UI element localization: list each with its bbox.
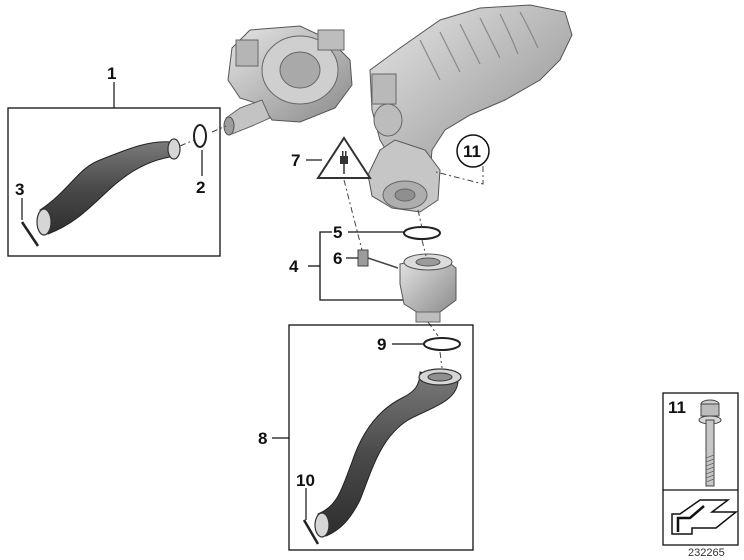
- bolt-illustration: [698, 399, 722, 487]
- o-ring-5-illustration: [403, 226, 441, 240]
- callout-11: 11: [463, 142, 481, 161]
- turbocharger-illustration: [223, 25, 353, 136]
- callout-9: 9: [377, 335, 386, 354]
- hose-lower-illustration: [314, 368, 462, 538]
- o-ring-2-illustration: [193, 124, 207, 148]
- callout-circle-11: [456, 134, 490, 168]
- legend-part-number: 11: [668, 398, 686, 417]
- warning-triangle-icon: [316, 136, 372, 179]
- hose-upper-illustration: [36, 138, 181, 236]
- callout-3: 3: [15, 180, 24, 199]
- intake-manifold-illustration: [367, 4, 573, 213]
- callout-2: 2: [196, 178, 205, 197]
- reference-number: 232265: [688, 547, 725, 559]
- callout-8: 8: [258, 429, 267, 448]
- boost-valve-illustration: [399, 253, 457, 323]
- callout-1: 1: [107, 64, 116, 83]
- parts-legend: 11: [662, 392, 739, 546]
- o-ring-9-illustration: [423, 337, 461, 351]
- callout-10: 10: [296, 471, 315, 490]
- sensor-6-illustration: [357, 249, 399, 269]
- clamp-3-illustration: [20, 221, 40, 247]
- clamp-10-illustration: [302, 519, 320, 545]
- callout-4: 4: [289, 257, 299, 276]
- callout-5: 5: [333, 223, 342, 242]
- callout-7: 7: [291, 151, 300, 170]
- orientation-arrow-icon: [671, 499, 739, 535]
- callout-6: 6: [333, 249, 342, 268]
